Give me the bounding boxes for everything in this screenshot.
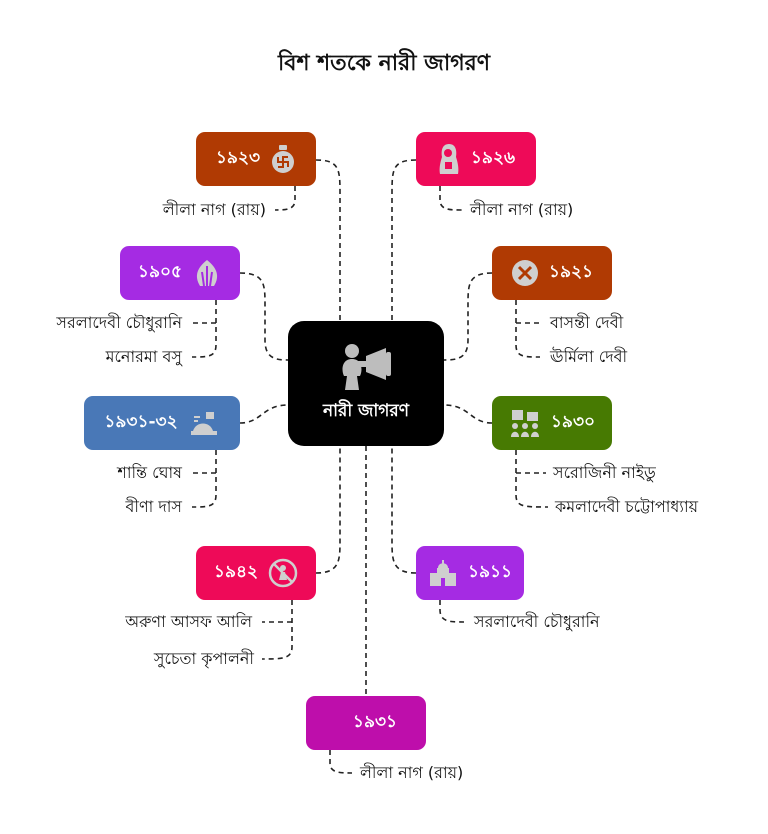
- connector-1911: [391, 446, 417, 574]
- year-node-1942: ১৯৪২: [196, 546, 316, 600]
- year-node-1931: ১৯৩১: [306, 696, 426, 750]
- leader-1905: [190, 300, 217, 358]
- connector-1923: [315, 159, 341, 321]
- name-1931-32-0: শান্তি ঘোষ: [117, 463, 182, 482]
- year-label: ১৯৩১: [352, 712, 398, 732]
- leader-1930: [515, 450, 549, 508]
- swastik-symbol-icon: [272, 145, 295, 173]
- name-1905-0: সরলাদেবী চৌধুরানি: [56, 313, 182, 332]
- year-node-1926: ১৯২৬: [416, 132, 536, 186]
- cross-circle-icon: [511, 260, 538, 286]
- name-1931-0: লীলা নাগ (রায়): [360, 763, 464, 782]
- name-1923-0: লীলা নাগ (রায়): [162, 200, 266, 219]
- connector-1930: [443, 404, 493, 424]
- year-label: ১৯৩০: [550, 412, 596, 432]
- central-topic-label: নারী জাগরণ: [322, 400, 410, 421]
- building-icon: [429, 560, 456, 586]
- leader-1926: [439, 186, 463, 211]
- name-1926-0: লীলা নাগ (রায়): [470, 200, 574, 219]
- name-1942-0: অরুণা আসফ আলি: [125, 612, 252, 631]
- central-topic: নারী জাগরণ: [288, 321, 444, 446]
- connector-1921: [443, 272, 493, 361]
- year-node-1921: ১৯২১: [492, 246, 612, 300]
- year-label: ১৯২৩: [215, 148, 261, 168]
- lotus-leaf-icon: [196, 260, 218, 287]
- connector-1905: [239, 272, 289, 361]
- name-1921-1: ঊর্মিলা দেবী: [550, 347, 628, 366]
- woman-megaphone-icon: [342, 343, 391, 390]
- name-1931-32-1: বীণা দাস: [125, 497, 183, 516]
- leader-1921: [515, 300, 543, 358]
- woman-silhouette-icon: [439, 144, 459, 174]
- connector-1926: [391, 159, 417, 321]
- year-node-1923: ১৯২৩: [196, 132, 316, 186]
- year-label: ১৯৪২: [213, 562, 259, 582]
- year-node-1931-32: ১৯৩১-৩২: [84, 396, 240, 450]
- year-label: ১৯৩১-৩২: [104, 412, 178, 432]
- leader-1931-names: [329, 750, 353, 774]
- leader-1911: [439, 600, 465, 623]
- leader-1931-32: [191, 450, 217, 508]
- year-label: ১৯২১: [548, 262, 594, 282]
- name-1930-1: কমলাদেবী চট্টোপাধ্যায়: [555, 497, 699, 516]
- connector-1931-32: [239, 404, 289, 424]
- year-label: ১৯২৬: [470, 148, 516, 168]
- year-label: ১৯১১: [467, 562, 513, 582]
- leader-1923: [274, 186, 296, 211]
- name-1930-0: সরোজিনী নাইডু: [553, 463, 656, 482]
- year-node-1911: ১৯১১: [416, 546, 524, 600]
- name-1905-1: মনোরমা বসু: [105, 347, 182, 366]
- year-label: ১৯০৫: [137, 262, 183, 282]
- no-entry-figure-icon: [268, 558, 298, 588]
- leader-1942: [261, 600, 293, 660]
- year-node-1905: ১৯০৫: [120, 246, 240, 300]
- name-1942-1: সুচেতা কৃপালনী: [153, 649, 254, 668]
- name-1911-0: সরলাদেবী চৌধুরানি: [474, 612, 600, 631]
- protest-group-icon: [510, 410, 539, 437]
- name-1921-0: বাসন্তী দেবী: [550, 313, 624, 332]
- diagram-title: বিশ শতকে নারী জাগরণ: [277, 51, 491, 76]
- salt-heap-icon: [190, 412, 217, 435]
- connector-1942: [315, 446, 341, 574]
- year-node-1930: ১৯৩০: [492, 396, 612, 450]
